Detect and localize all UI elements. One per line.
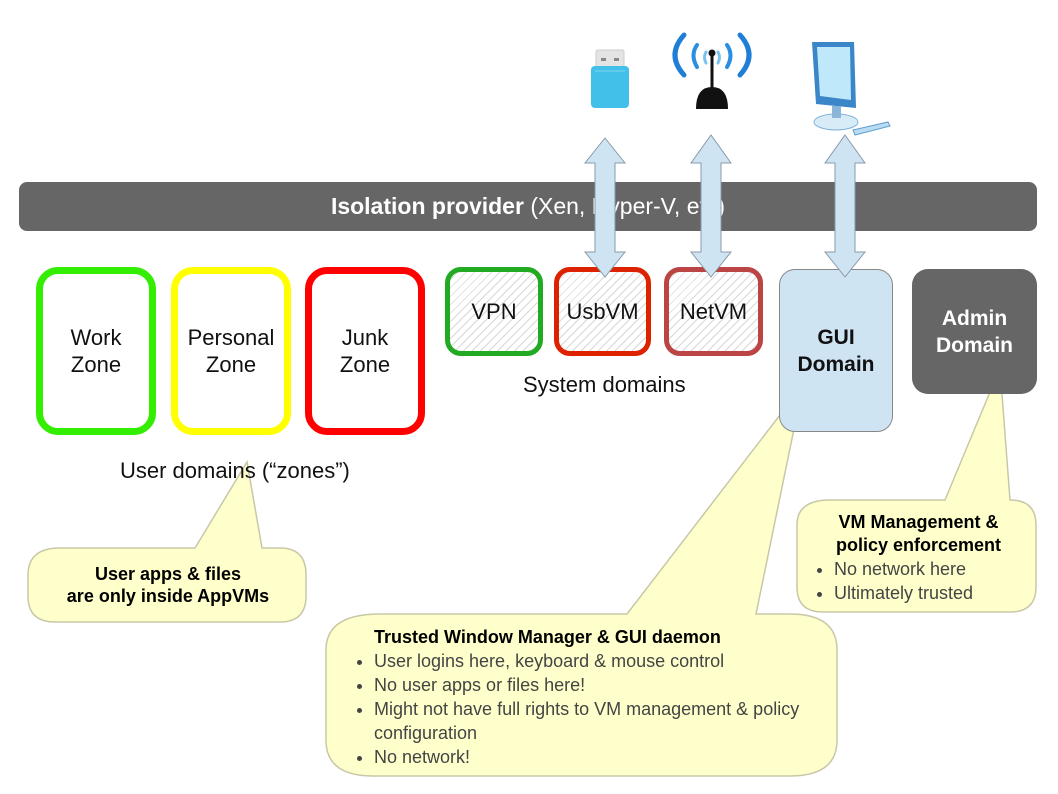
netvm-domain: NetVM: [664, 267, 763, 356]
system-domains-caption: System domains: [523, 372, 686, 397]
usb-stick-icon: [591, 49, 629, 108]
junk-zone: Junk Zone: [305, 267, 425, 435]
admin-callout: VM Management & policy enforcement No ne…: [806, 511, 1031, 605]
user-callout: User apps & files are only inside AppVMs: [30, 563, 306, 607]
gui-callout: Trusted Window Manager & GUI daemon User…: [346, 625, 816, 769]
gui-callout-title: Trusted Window Manager & GUI daemon: [374, 627, 721, 647]
gui-callout-item: No user apps or files here!: [374, 673, 816, 697]
user-callout-bubble: [27, 459, 307, 623]
admin-callout-line1: VM Management &: [838, 512, 999, 532]
gui-callout-item: Might not have full rights to VM managem…: [374, 697, 816, 745]
gui-callout-item: User logins here, keyboard & mouse contr…: [374, 649, 816, 673]
user-callout-line1: User apps & files: [94, 564, 242, 584]
isolation-provider-bar: Isolation provider (Xen, Hyper-V, etc): [19, 182, 1037, 231]
admin-domain: Admin Domain: [912, 269, 1037, 394]
user-domains-caption: User domains (“zones”): [120, 458, 350, 483]
gui-callout-bubble: [325, 384, 838, 777]
isolation-provider-subtitle: (Xen, Hyper-V, etc): [530, 193, 726, 219]
vpn-domain: VPN: [445, 267, 543, 356]
user-callout-line2: are only inside AppVMs: [66, 586, 270, 606]
personal-zone: Personal Zone: [171, 267, 291, 435]
admin-callout-item: Ultimately trusted: [834, 581, 1031, 605]
gui-domain: GUI Domain: [779, 269, 893, 432]
usbvm-domain: UsbVM: [554, 267, 651, 356]
admin-callout-line2: policy enforcement: [835, 535, 1002, 555]
wireless-antenna-icon: [672, 32, 752, 109]
gui-callout-item: No network!: [374, 745, 816, 769]
isolation-provider-title: Isolation provider: [330, 193, 524, 219]
admin-callout-item: No network here: [834, 557, 1031, 581]
work-zone: Work Zone: [36, 267, 156, 435]
admin-callout-bubble: [796, 367, 1037, 613]
desktop-computer-icon: [812, 42, 891, 136]
